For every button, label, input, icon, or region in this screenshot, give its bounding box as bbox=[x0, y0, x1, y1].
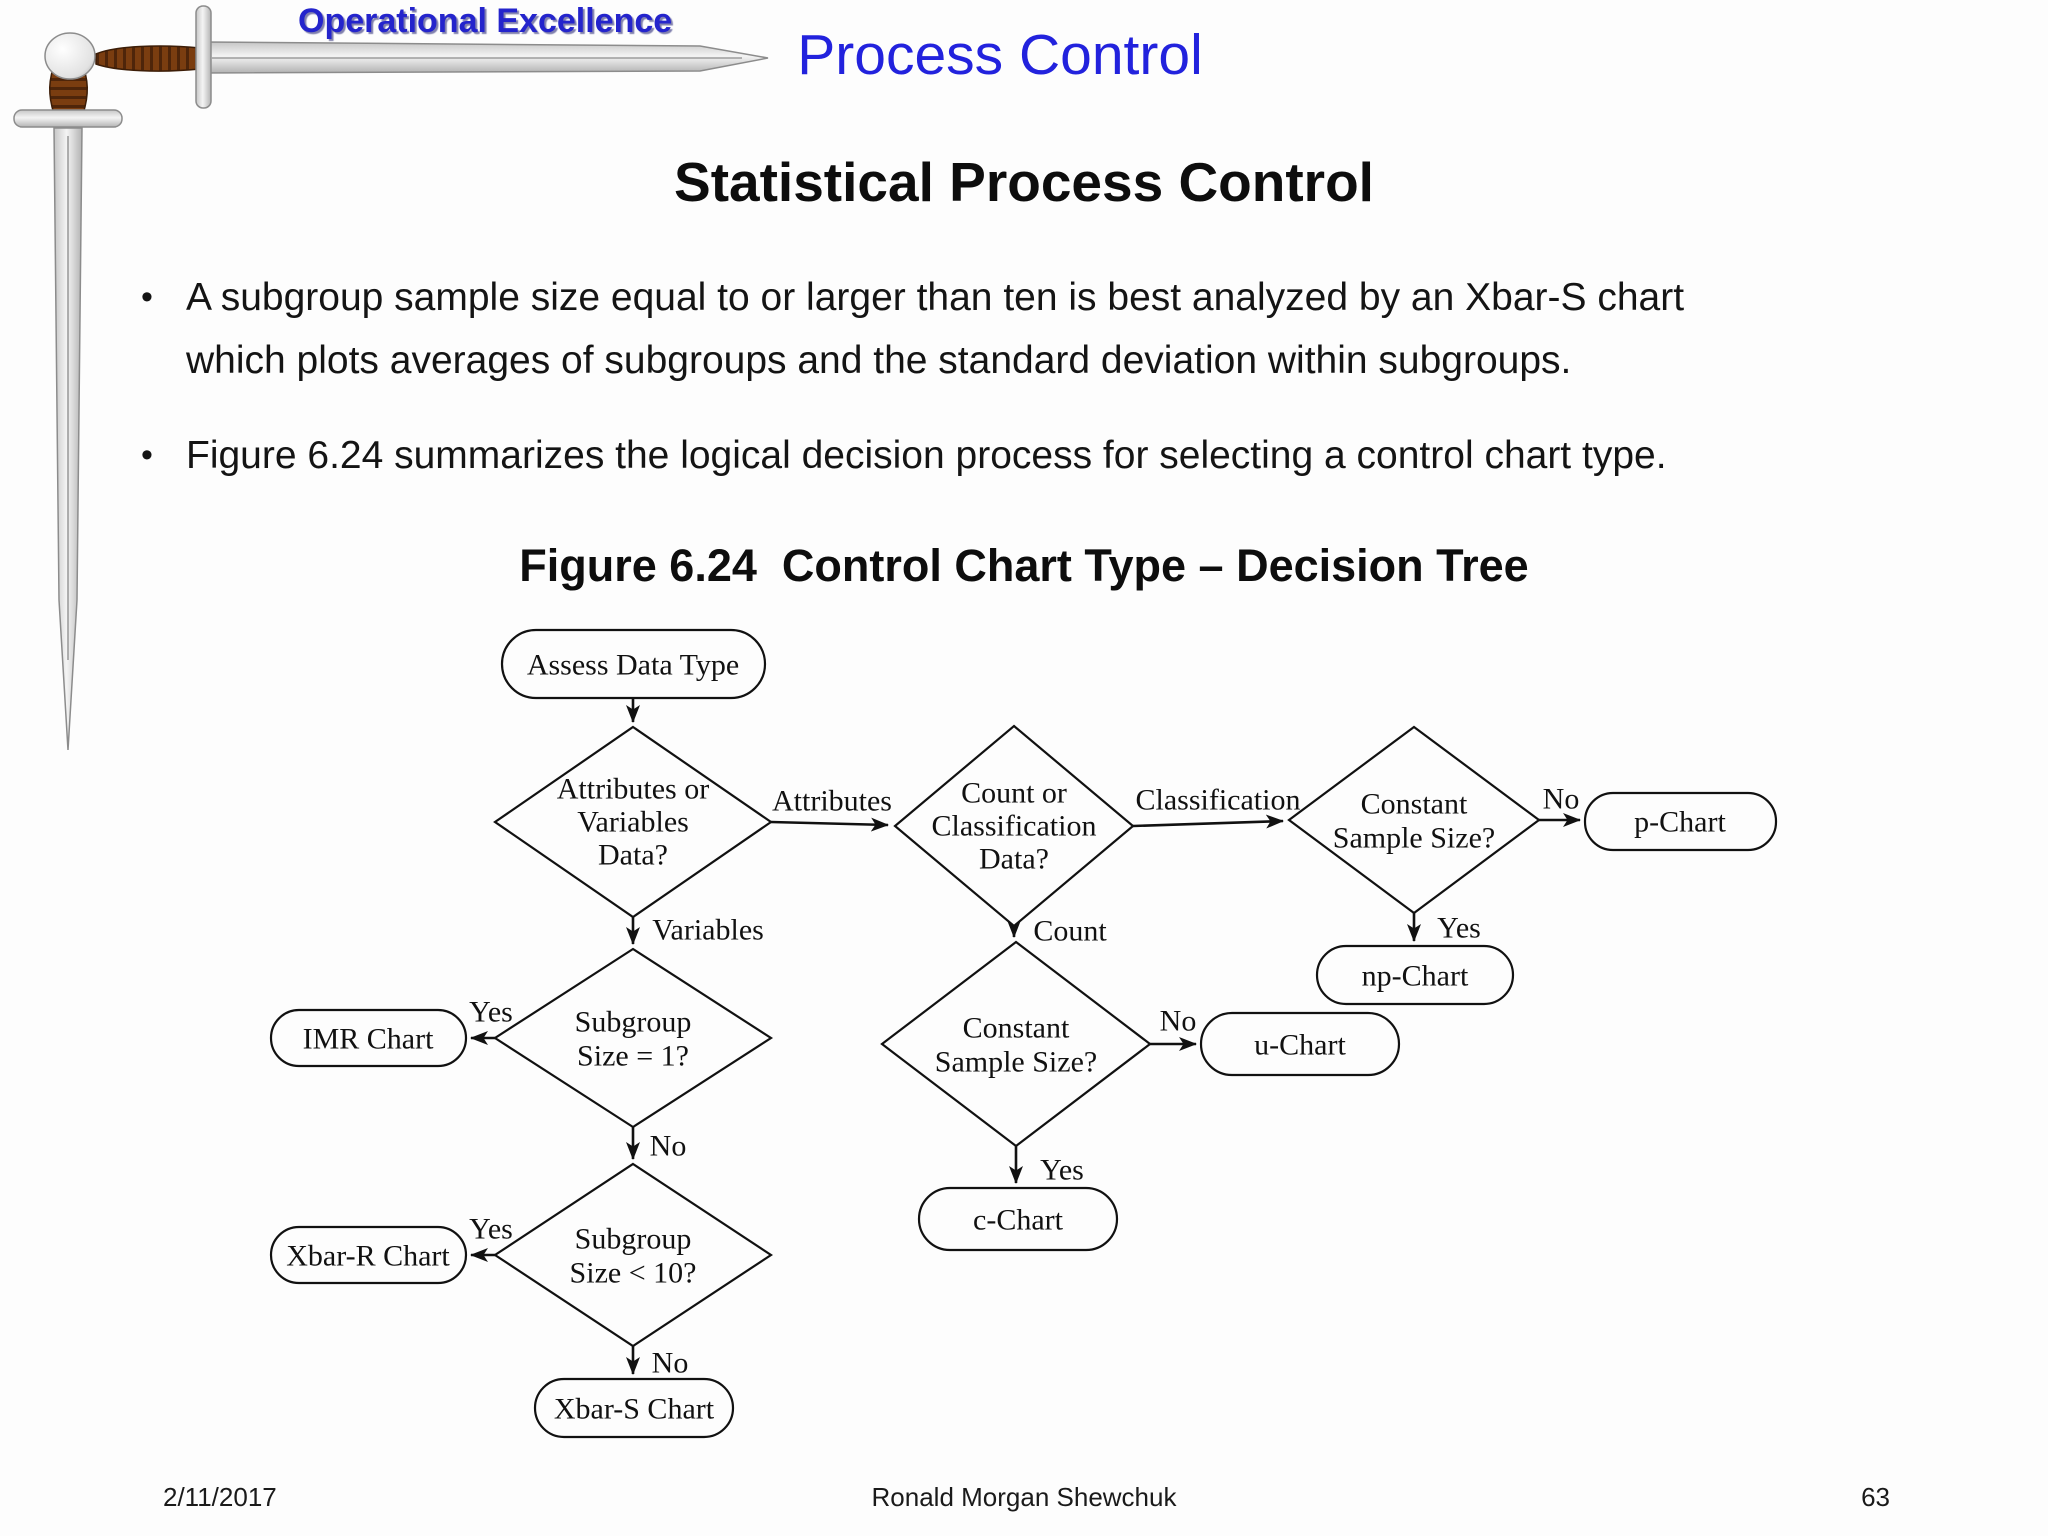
flowchart-edge-labels: Attributes Classification No Yes Variabl… bbox=[469, 783, 1579, 1380]
node-xbar-r-chart: Xbar-R Chart bbox=[269, 1225, 468, 1285]
node-p-chart: p-Chart bbox=[1583, 791, 1778, 852]
node-constant-sample-size-top: Constant Sample Size? bbox=[1287, 725, 1541, 915]
edge-label-variables: Variables bbox=[652, 914, 764, 947]
svg-text:c-Chart: c-Chart bbox=[973, 1204, 1064, 1237]
svg-text:Xbar-S Chart: Xbar-S Chart bbox=[554, 1393, 715, 1426]
edge-label-no-1: No bbox=[650, 1130, 687, 1163]
edge-label-classification: Classification bbox=[1136, 784, 1301, 817]
svg-text:Constant: Constant bbox=[1361, 788, 1468, 821]
svg-text:u-Chart: u-Chart bbox=[1254, 1029, 1346, 1062]
bullet-line: which plots averages of subgroups and th… bbox=[186, 339, 1572, 382]
node-attributes-or-variables: Attributes or Variables Data? bbox=[493, 725, 773, 919]
edge-label-attributes: Attributes bbox=[772, 785, 892, 818]
bullet-line: Figure 6.24 summarizes the logical decis… bbox=[186, 434, 1667, 477]
edge-label-no-p: No bbox=[1543, 783, 1580, 816]
logo-text: Operational Excellence bbox=[298, 2, 673, 40]
flowchart-connectors bbox=[470, 698, 1581, 1375]
svg-text:np-Chart: np-Chart bbox=[1362, 960, 1469, 993]
bullet-item: Figure 6.24 summarizes the logical decis… bbox=[141, 424, 1667, 487]
svg-text:Sample Size?: Sample Size? bbox=[1333, 822, 1495, 855]
arrow-attributes bbox=[770, 817, 889, 832]
node-subgroup-size-1: Subgroup Size = 1? bbox=[492, 947, 774, 1129]
bullet-item: A subgroup sample size equal to or large… bbox=[141, 266, 1685, 392]
svg-text:Constant: Constant bbox=[963, 1012, 1070, 1045]
svg-text:Attributes or: Attributes or bbox=[557, 773, 709, 806]
svg-text:Subgroup: Subgroup bbox=[575, 1006, 692, 1039]
figure-caption: Figure 6.24 Control Chart Type – Decisio… bbox=[519, 540, 1529, 591]
edge-label-yes-imr: Yes bbox=[469, 996, 513, 1029]
node-count-or-classification: Count or Classification Data? bbox=[893, 724, 1135, 928]
svg-text:Xbar-R Chart: Xbar-R Chart bbox=[286, 1240, 450, 1273]
sword-pommel bbox=[44, 32, 96, 80]
page-title: Process Control bbox=[797, 23, 1203, 87]
svg-text:Variables: Variables bbox=[577, 806, 689, 839]
node-xbar-s-chart: Xbar-S Chart bbox=[533, 1377, 735, 1439]
svg-text:Classification: Classification bbox=[932, 810, 1097, 843]
arrow-classification bbox=[1132, 814, 1284, 829]
node-imr-chart: IMR Chart bbox=[269, 1008, 468, 1068]
edge-label-no-2: No bbox=[652, 1347, 689, 1380]
horizontal-sword-icon bbox=[95, 5, 769, 109]
crossed-swords-logo bbox=[13, 5, 769, 751]
svg-text:Size < 10?: Size < 10? bbox=[570, 1257, 697, 1290]
svg-text:Subgroup: Subgroup bbox=[575, 1223, 692, 1256]
edge-label-count: Count bbox=[1033, 915, 1107, 948]
footer-author: Ronald Morgan Shewchuk bbox=[871, 1482, 1177, 1512]
node-np-chart: np-Chart bbox=[1315, 944, 1515, 1006]
vertical-sword-icon bbox=[13, 32, 123, 751]
node-u-chart: u-Chart bbox=[1199, 1011, 1401, 1077]
svg-text:Size = 1?: Size = 1? bbox=[577, 1040, 689, 1073]
node-subgroup-size-10: Subgroup Size < 10? bbox=[493, 1162, 773, 1348]
svg-text:p-Chart: p-Chart bbox=[1634, 806, 1726, 839]
edge-label-yes-np: Yes bbox=[1437, 912, 1481, 945]
svg-text:Data?: Data? bbox=[979, 843, 1049, 876]
node-c-chart: c-Chart bbox=[917, 1186, 1119, 1252]
footer-date: 2/11/2017 bbox=[163, 1482, 277, 1512]
svg-text:Sample Size?: Sample Size? bbox=[935, 1046, 1097, 1079]
edge-label-no-u: No bbox=[1160, 1005, 1197, 1038]
edge-label-yes-c: Yes bbox=[1040, 1154, 1084, 1187]
svg-text:Count or: Count or bbox=[961, 777, 1067, 810]
bullet-line: A subgroup sample size equal to or large… bbox=[186, 276, 1685, 319]
edge-label-yes-xbar-r: Yes bbox=[469, 1213, 513, 1246]
svg-text:Assess Data Type: Assess Data Type bbox=[527, 649, 739, 682]
svg-text:IMR Chart: IMR Chart bbox=[303, 1023, 434, 1056]
svg-text:Data?: Data? bbox=[598, 839, 668, 872]
slide-heading: Statistical Process Control bbox=[674, 151, 1374, 213]
node-constant-sample-size-mid: Constant Sample Size? bbox=[880, 940, 1152, 1148]
footer-page-number: 63 bbox=[1861, 1482, 1890, 1512]
node-assess-data-type: Assess Data Type bbox=[500, 628, 767, 700]
